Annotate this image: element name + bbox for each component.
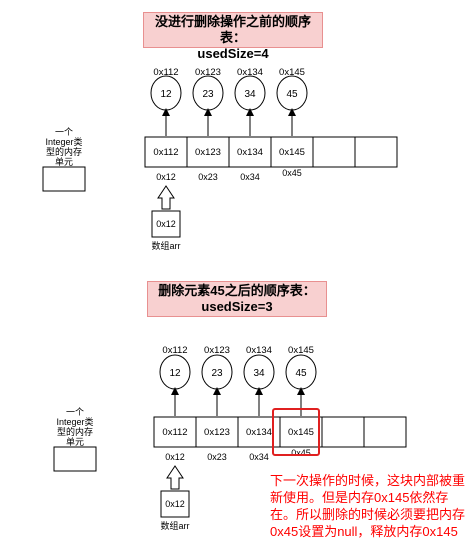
object-address-label: 0x134 [246, 345, 272, 356]
object-address-label: 0x145 [279, 67, 305, 78]
object-address-label: 0x123 [204, 345, 230, 356]
title-after: 删除元素45之后的顺序表： usedSize=3 [147, 281, 327, 317]
array-cell-value: 0x145 [288, 427, 314, 438]
title-after-line1: 删除元素45之后的顺序表： [158, 283, 316, 298]
object-address-label: 0x112 [162, 345, 187, 356]
highlight-box [272, 408, 320, 456]
cell-caption: 0x34 [240, 172, 260, 182]
object-value: 12 [160, 89, 172, 100]
title-after-line2: usedSize=3 [201, 299, 273, 314]
side-label-line: 型的内存 [57, 426, 93, 437]
array-cell-value: 0x134 [246, 427, 272, 438]
cell-caption: 0x12 [165, 452, 185, 462]
array-reference-label: 数组arr [161, 520, 190, 531]
object-value: 23 [202, 89, 214, 100]
title-before-line2: usedSize=4 [197, 46, 269, 61]
object-value: 34 [253, 368, 265, 379]
object-value: 34 [244, 89, 256, 100]
array-reference-box [151, 210, 181, 238]
side-label-line: 一个 [66, 407, 84, 417]
array-cell-value: 0x112 [153, 147, 178, 158]
memory-unit-box [53, 446, 97, 472]
array-cell [321, 416, 365, 448]
array-cell [354, 136, 398, 168]
array-cell [228, 136, 272, 168]
side-label-line: 单元 [66, 436, 84, 447]
array-cell [186, 136, 230, 168]
cell-caption: 0x23 [207, 452, 227, 462]
array-reference-label: 数组arr [152, 240, 181, 251]
memory-unit-box [42, 166, 86, 192]
array-cell [312, 136, 356, 168]
diagram-after: 0x112 12 0x123 23 0x134 34 0x145 45 0x112 0x123 0x… [53, 345, 407, 531]
array-cell [279, 416, 323, 448]
object-address-label: 0x134 [237, 67, 263, 78]
cell-caption: 0x45 [291, 448, 311, 458]
hollow-up-arrow [157, 185, 175, 210]
array-cell [153, 416, 197, 448]
array-cell-value: 0x123 [195, 147, 221, 158]
object-value: 12 [169, 368, 181, 379]
array-reference-value: 0x12 [156, 219, 176, 229]
explanation-note: 下一次操作的时候，这块内部被重新使用。但是内存0x145依然存在。所以删除的时候… [270, 473, 466, 539]
array-cell-value: 0x134 [237, 147, 263, 158]
array-cell-value: 0x112 [162, 427, 187, 438]
cell-caption: 0x45 [282, 168, 302, 178]
object-value: 45 [295, 368, 307, 379]
object-value: 23 [211, 368, 223, 379]
array-cell-value: 0x145 [279, 147, 305, 158]
cell-caption: 0x34 [249, 452, 269, 462]
array-cell [195, 416, 239, 448]
title-before-line1: 没进行删除操作之前的顺序表： [154, 14, 311, 45]
array-reference-value: 0x12 [165, 499, 185, 509]
side-label-line: Integer类 [56, 416, 93, 427]
array-cell [144, 136, 188, 168]
side-label-line: 型的内存 [46, 146, 82, 157]
hollow-up-arrow [166, 465, 184, 490]
cell-caption: 0x12 [156, 172, 176, 182]
side-label-line: 一个 [55, 127, 73, 137]
side-label-line: 单元 [55, 156, 73, 167]
object-address-label: 0x145 [288, 345, 314, 356]
array-cell-value: 0x123 [204, 427, 230, 438]
cell-caption: 0x23 [198, 172, 218, 182]
side-label-line: Integer类 [45, 136, 82, 147]
object-value: 45 [286, 89, 298, 100]
object-address-label: 0x123 [195, 67, 221, 78]
object-address-label: 0x112 [153, 67, 178, 78]
array-cell [363, 416, 407, 448]
title-before: 没进行删除操作之前的顺序表： usedSize=4 [143, 12, 323, 61]
diagram-before: 0x112 12 0x123 23 0x134 34 0x145 45 0x112 0x123 0x… [42, 67, 398, 251]
array-reference-box [160, 490, 190, 518]
